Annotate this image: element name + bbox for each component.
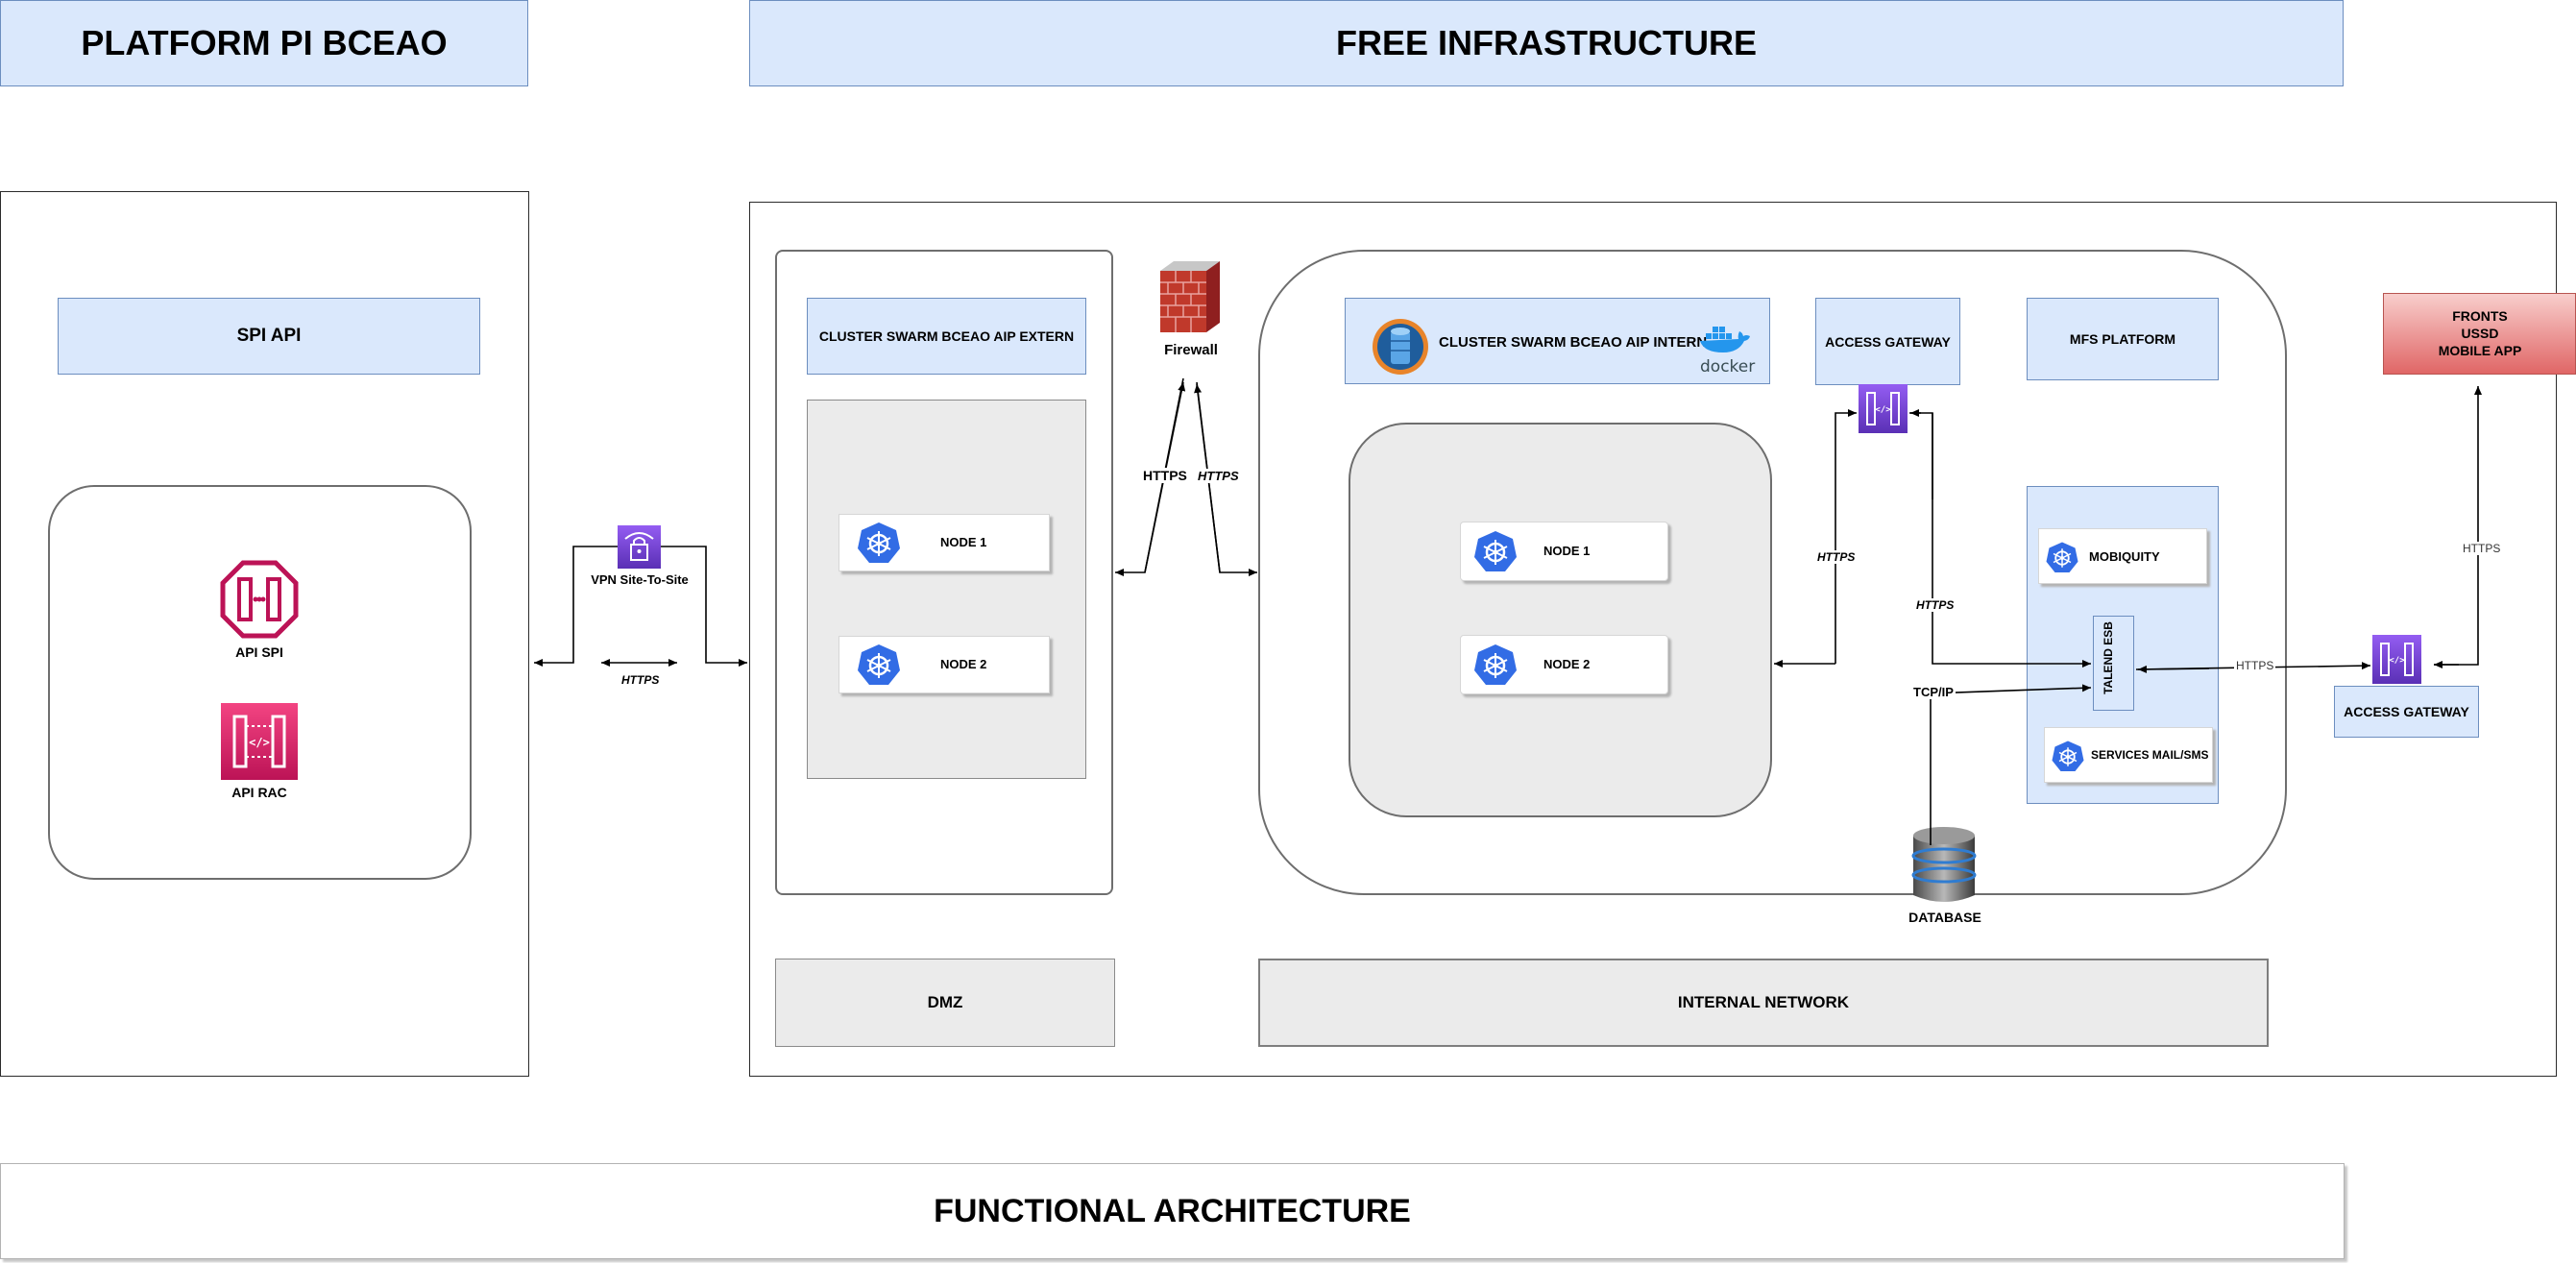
nodes-to-gateway-arrow (1835, 409, 1857, 664)
firewall-https-label-right: HTTPS (1196, 469, 1241, 483)
kubernetes-icon (856, 643, 902, 693)
free-infrastructure-title: FREE INFRASTRUCTURE (749, 0, 2344, 86)
gateway-to-fronts-arrow (2434, 386, 2482, 666)
spi-api-box: SPI API (58, 298, 480, 375)
api-rac-label: API RAC (231, 785, 287, 800)
api-gateway-icon: </> (1859, 384, 1908, 433)
functional-architecture-title: FUNCTIONAL ARCHITECTURE (0, 1163, 2345, 1259)
database-icon (1909, 826, 1979, 905)
firewall-https-label-left: HTTPS (1141, 468, 1189, 483)
internal-node-1: NODE 1 (1460, 522, 1668, 581)
vpn-label: VPN Site-To-Site (591, 571, 689, 587)
firewall-icon (1158, 257, 1222, 336)
nodes-gateway-https-label: HTTPS (1815, 550, 1858, 564)
internal-network-zone: INTERNAL NETWORK (1258, 959, 2269, 1047)
node-label: NODE 2 (1543, 657, 1591, 671)
dmz-nodes-area (807, 400, 1086, 779)
services-mail-sms-card: SERVICES MAIL/SMS (2044, 727, 2213, 783)
api-spi-label: API SPI (235, 644, 283, 660)
internal-cluster-title: CLUSTER SWARM BCEAO AIP INTERN (1439, 334, 1708, 351)
dmz-cluster-title: CLUSTER SWARM BCEAO AIP EXTERN (807, 298, 1086, 375)
services-label: SERVICES MAIL/SMS (2091, 748, 2209, 762)
api-gateway-icon: </> (2372, 635, 2421, 684)
firewall-label: Firewall (1164, 341, 1218, 358)
kubernetes-icon (856, 521, 902, 571)
fronts-line-2: USSD (2461, 326, 2499, 341)
kubernetes-icon (1472, 529, 1519, 580)
svg-text:</>: </> (249, 736, 270, 749)
internal-cluster-title-box: CLUSTER SWARM BCEAO AIP INTERN docker (1345, 298, 1770, 384)
api-container (48, 485, 472, 880)
dmz-node-1: NODE 1 (838, 514, 1050, 571)
platform-title: PLATFORM PI BCEAO (0, 0, 528, 86)
vpn-icon (618, 525, 661, 569)
vpn-https-label: HTTPS (620, 673, 662, 687)
mobiquity-label: MOBIQUITY (2089, 549, 2160, 564)
api-spi-icon (220, 560, 299, 639)
svg-text:</>: </> (1875, 405, 1891, 415)
node-label: NODE 1 (940, 535, 987, 549)
talend-gateway-https-label: HTTPS (2234, 659, 2276, 672)
database-label: DATABASE (1908, 910, 1981, 925)
internal-nodes-area (1349, 423, 1772, 817)
mfs-platform-title: MFS PLATFORM (2027, 298, 2219, 380)
node-label: NODE 2 (940, 657, 987, 671)
docker-icon (1696, 326, 1752, 359)
fronts-line-3: MOBILE APP (2438, 343, 2522, 358)
mobiquity-card: MOBIQUITY (2038, 528, 2207, 584)
tcp-ip-label: TCP/IP (1911, 685, 1956, 699)
api-rac-icon: </> (221, 703, 298, 780)
node-label: NODE 1 (1543, 544, 1591, 558)
external-gateway-to-talend-arrow (2137, 665, 2210, 673)
database-to-talend-arrow (1930, 684, 2092, 845)
gateway-fronts-https-label: HTTPS (2461, 542, 2503, 555)
internal-zone-container (1258, 250, 2287, 895)
docker-wordmark: docker (1700, 357, 1756, 376)
access-gateway-box: ACCESS GATEWAY (1815, 298, 1960, 385)
dmz-cluster-container (775, 250, 1113, 895)
external-access-gateway-box: ACCESS GATEWAY (2334, 686, 2479, 738)
svg-text:</>: </> (2389, 656, 2405, 666)
free-infrastructure-frame (749, 202, 2557, 1077)
dmz-node-2: NODE 2 (838, 636, 1050, 693)
vpn-to-platform-arrow (534, 546, 618, 667)
kubernetes-icon (2045, 541, 2079, 580)
fronts-box: FRONTS USSD MOBILE APP (2383, 293, 2576, 375)
swarm-cluster-icon (1372, 318, 1429, 380)
kubernetes-icon (2051, 740, 2085, 779)
internal-node-2: NODE 2 (1460, 635, 1668, 694)
platform-frame (0, 191, 529, 1077)
gateway-to-talend-arrow (1909, 412, 2091, 668)
fronts-line-1: FRONTS (2452, 308, 2508, 324)
dmz-zone: DMZ (775, 959, 1115, 1047)
talend-esb-box: TALEND ESB (2093, 616, 2134, 711)
gateway-talend-https-label: HTTPS (1914, 598, 1956, 612)
kubernetes-icon (1472, 643, 1519, 693)
vpn-to-free-arrow (661, 546, 747, 667)
